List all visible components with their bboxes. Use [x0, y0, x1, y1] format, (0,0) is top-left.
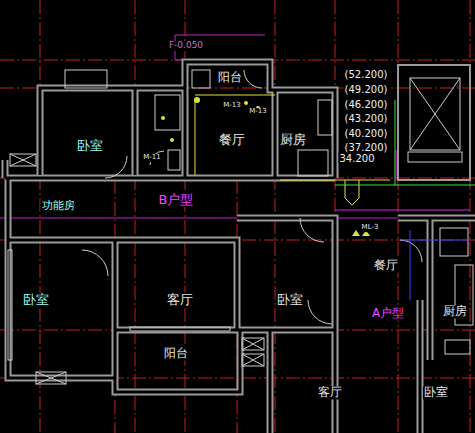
windows-part: [8, 250, 12, 360]
floor-level: (46.200): [344, 99, 389, 110]
door-swings-part: [244, 70, 262, 88]
unit-type: A户型: [371, 307, 405, 320]
fixtures-part: [155, 95, 180, 130]
grid-lines-part: [40, 0, 41, 433]
windows: [8, 70, 473, 384]
floor-level: (43.200): [344, 113, 389, 124]
windows-part: [242, 354, 264, 366]
room-name: 卧室: [276, 293, 304, 307]
unit-type: B户型: [158, 193, 195, 207]
service-lines-part: [195, 95, 390, 205]
pipe-tag: ML-3: [361, 224, 380, 232]
elevator-shaft-part: [408, 152, 462, 162]
room-name: 餐厅: [373, 259, 399, 272]
fixtures: [155, 95, 470, 354]
floor-level: (52.200): [344, 69, 389, 80]
walls: [5, 62, 475, 433]
floor-level: (49.200): [344, 84, 389, 95]
room-name: 卧室: [76, 139, 104, 153]
floor-level: 34.200: [339, 153, 376, 164]
pipe-marks-part: [170, 138, 174, 142]
room-name: 客厅: [317, 386, 343, 399]
windows-part: [242, 354, 264, 366]
windows-part: [10, 154, 36, 166]
pipe-marks: [161, 97, 370, 236]
room-name: 餐厅: [218, 133, 246, 147]
elevator-shaft-part: [410, 78, 460, 150]
fixtures-part: [318, 100, 332, 135]
elevation-mark: F-0.050: [168, 41, 204, 51]
service-lines: [195, 95, 475, 300]
elevator-shaft-part: [398, 65, 470, 180]
windows-part: [36, 372, 66, 384]
windows-part: [65, 70, 107, 88]
room-name: 阳台: [217, 71, 243, 84]
floor-level: (37.200): [344, 142, 389, 153]
elevator-shaft-part: [410, 78, 460, 150]
fixtures-part: [298, 150, 328, 176]
door-tag: M-11: [142, 154, 161, 162]
pipe-marks-part: [161, 116, 165, 120]
room-name: 阳台: [163, 347, 189, 360]
pipe-marks-part: [194, 97, 200, 103]
door-tag: M-13: [248, 108, 267, 116]
door-swings-part: [308, 300, 332, 324]
windows-part: [130, 327, 230, 331]
service-lines-part: [402, 230, 470, 300]
room-name: 厨房: [442, 305, 468, 318]
door-tag: M-13: [222, 102, 241, 110]
windows-part: [242, 338, 264, 350]
room-name: 厨房: [279, 133, 307, 147]
pipe-marks-part: [244, 101, 248, 105]
windows-part: [242, 338, 264, 350]
door-swings-part: [400, 240, 422, 262]
walls-part: [5, 62, 475, 433]
windows-part: [192, 70, 210, 88]
door-swings-part: [105, 156, 127, 178]
room-name: 卧室: [22, 293, 50, 307]
windows-part: [36, 372, 66, 384]
room-name: 客厅: [166, 293, 194, 307]
door-swings-part: [300, 218, 324, 242]
room-name: 卧室: [423, 386, 449, 399]
service-lines-part: [335, 100, 475, 185]
fixtures-part: [168, 150, 180, 170]
windows-part: [10, 154, 36, 166]
room-name: 功能房: [41, 200, 76, 212]
service-lines-part: [335, 150, 470, 210]
elevator-shaft-part: [410, 78, 460, 150]
walls-part: [5, 62, 475, 433]
door-swings-part: [82, 250, 108, 276]
floor-level: (40.200): [344, 128, 389, 139]
fixtures-part: [445, 340, 470, 354]
elevator-shaft: [398, 65, 470, 180]
door-swings: [82, 70, 422, 324]
grid-lines-magenta-part: [175, 35, 265, 36]
fixtures-part: [440, 228, 468, 256]
grid-lines-part: [135, 0, 136, 433]
